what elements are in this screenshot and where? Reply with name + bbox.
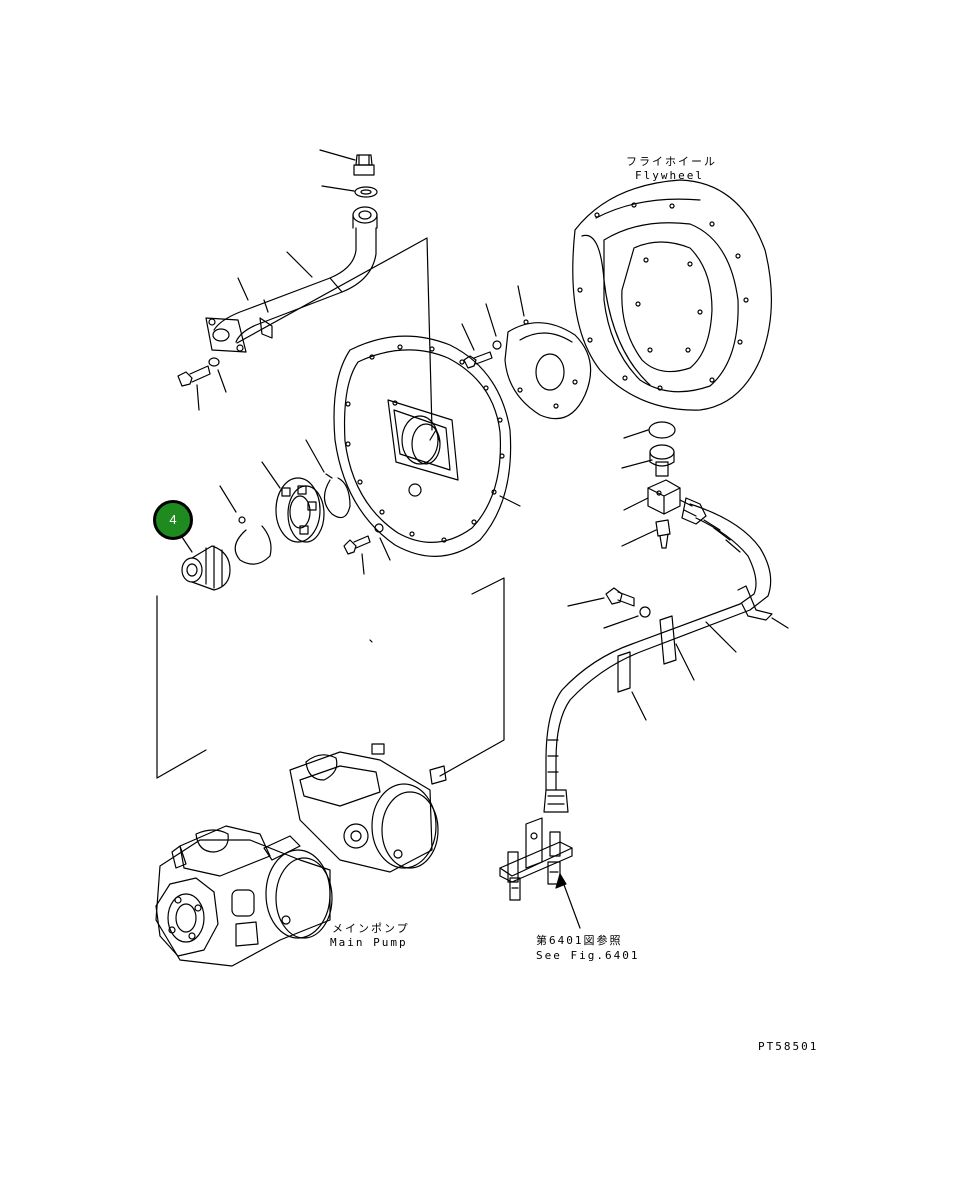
main-pump	[155, 743, 447, 967]
lower-pipe-group	[543, 421, 789, 813]
see-fig-label-jp: 第6401図参照	[536, 934, 623, 947]
bearing-group	[181, 439, 391, 591]
coupling-disc	[504, 285, 592, 420]
coupling-bolts	[461, 303, 502, 369]
drawing-number: PT58501	[758, 1040, 819, 1053]
manifold-block	[499, 817, 581, 929]
flywheel	[572, 179, 773, 411]
flywheel-label-en: Flywheel	[635, 169, 704, 182]
flywheel-housing	[333, 335, 521, 557]
main-pump-label-en: Main Pump	[330, 936, 408, 949]
see-fig-label-en: See Fig.6401	[536, 949, 640, 962]
flywheel-label-jp: フライホイール	[626, 155, 717, 168]
part-callout-4[interactable]: 4	[153, 500, 193, 540]
main-pump-label-jp: メインポンプ	[332, 922, 410, 935]
upper-pipe-group	[177, 149, 378, 411]
